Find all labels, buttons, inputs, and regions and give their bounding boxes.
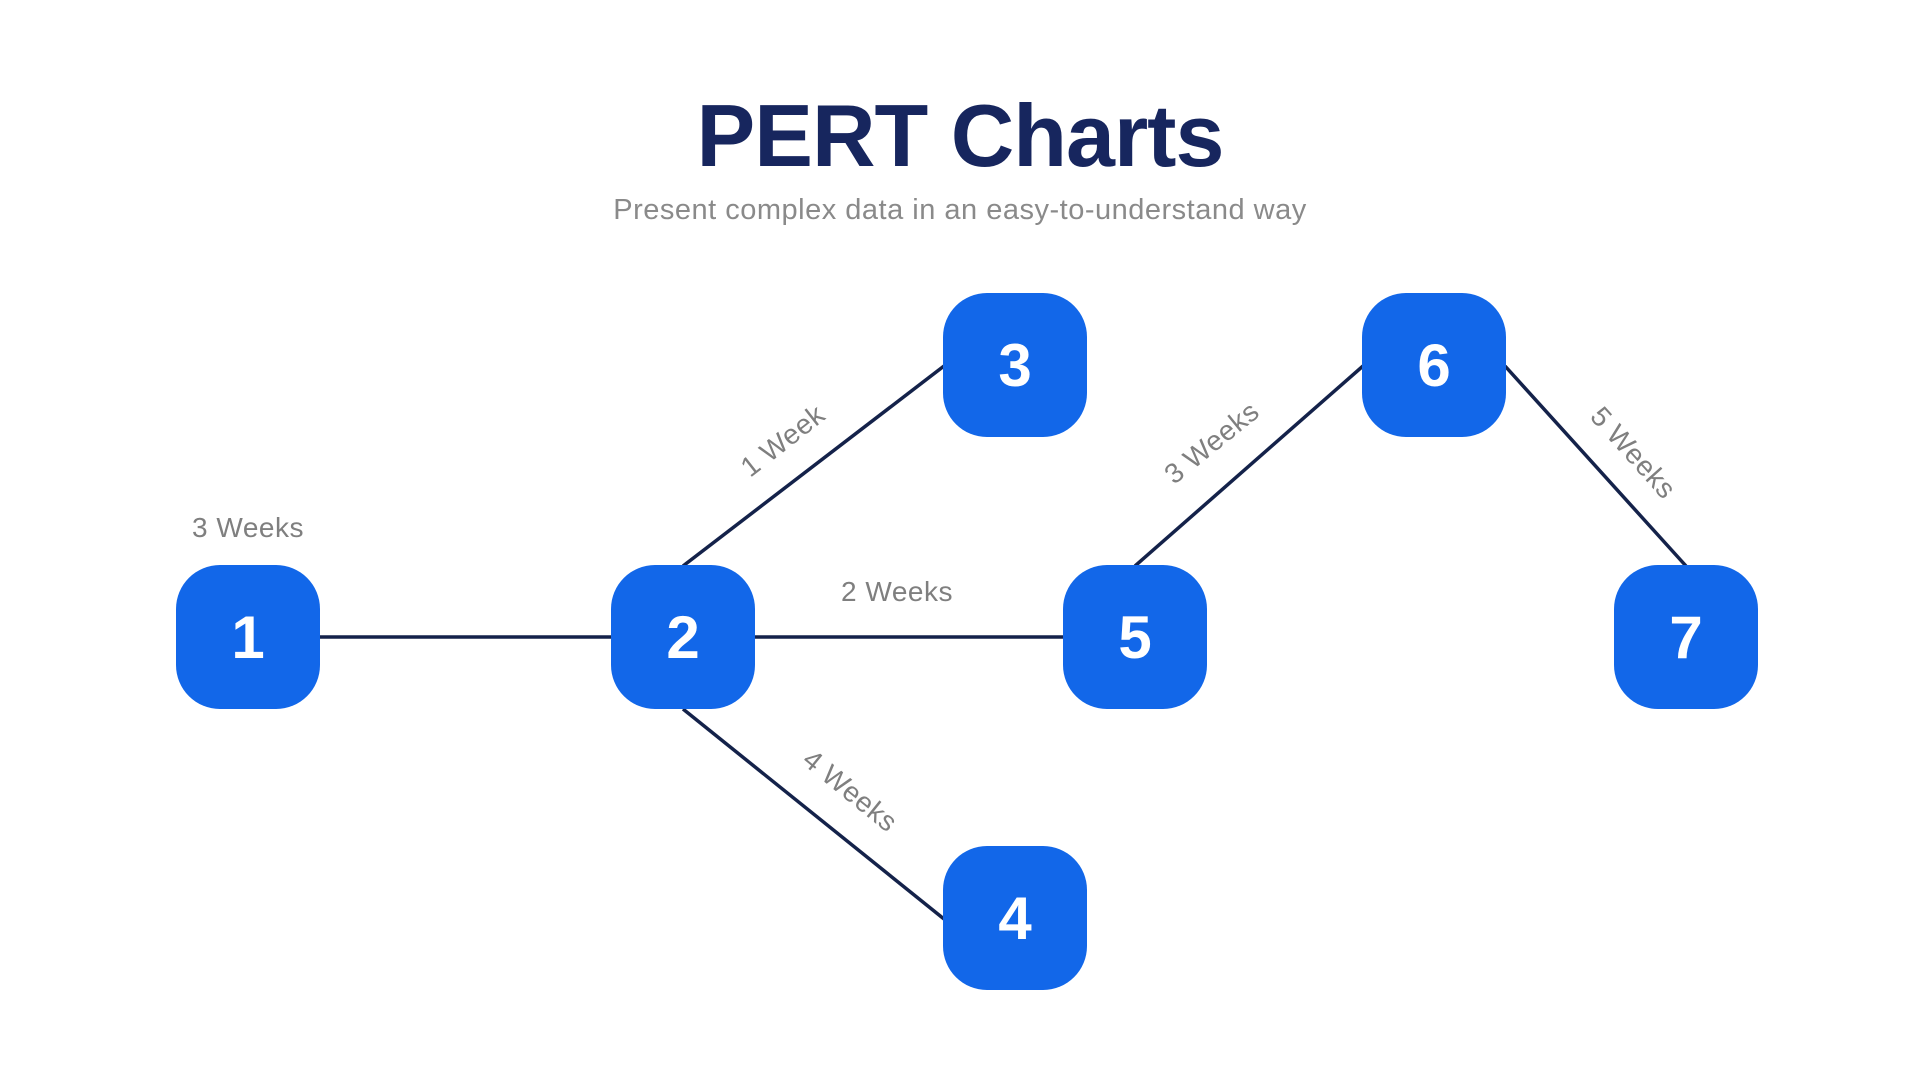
node-number: 1 [231,603,265,671]
node-number: 7 [1669,603,1703,671]
node-number: 4 [998,884,1032,952]
edge-line-6-7 [1503,364,1688,568]
node-number: 5 [1118,603,1152,671]
edge-line-5-6 [1133,364,1365,568]
pert-node-4: 4 [943,846,1087,990]
edge-duration-label-2-5: 2 Weeks [841,576,953,607]
node-number: 2 [666,603,700,671]
pert-node-3: 3 [943,293,1087,437]
edge-line-2-4 [681,707,946,921]
edge-duration-label-1-2: 3 Weeks [192,512,304,543]
node-number: 6 [1417,331,1451,399]
pert-node-7: 7 [1614,565,1758,709]
pert-node-6: 6 [1362,293,1506,437]
pert-node-2: 2 [611,565,755,709]
node-number: 3 [998,331,1032,399]
pert-node-1: 1 [176,565,320,709]
pert-node-5: 5 [1063,565,1207,709]
edge-line-2-3 [681,364,946,568]
